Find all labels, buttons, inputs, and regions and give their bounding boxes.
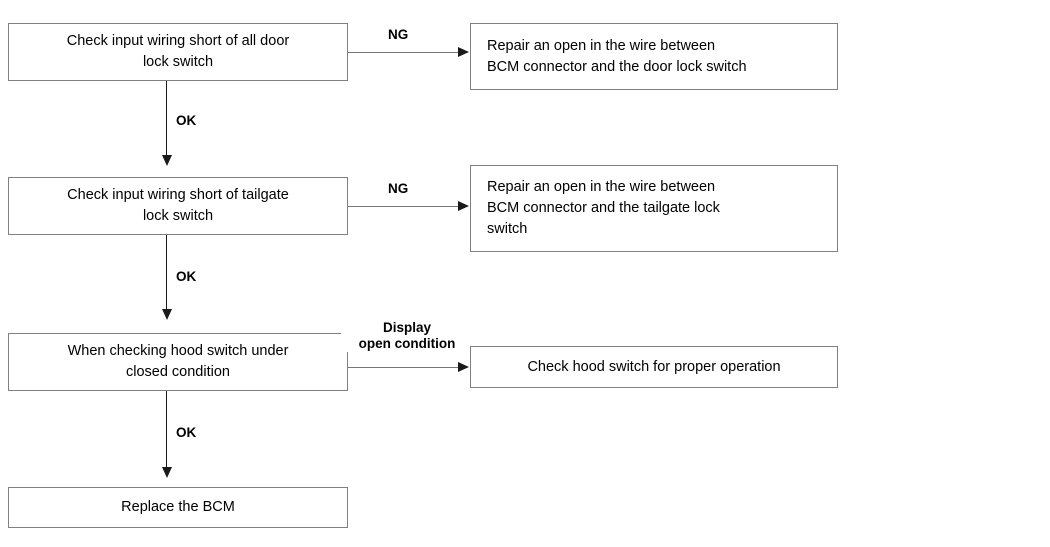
- node-check-door-lock[interactable]: Check input wiring short of all door loc…: [8, 23, 348, 81]
- edge-line-display-open-condition: [348, 367, 459, 368]
- edge-arrowhead-ok-3: [162, 467, 172, 478]
- edge-label-ok-2: OK: [176, 269, 197, 285]
- node-check-tailgate-lock[interactable]: Check input wiring short of tailgate loc…: [8, 177, 348, 235]
- edge-arrowhead-ng-2: [458, 201, 469, 211]
- node-check-hood-switch-closed-label: When checking hood switch under closed c…: [67, 343, 289, 380]
- edge-line-ok-1: [166, 81, 167, 159]
- edge-line-ok-2: [166, 235, 167, 313]
- edge-label-ok-1: OK: [176, 113, 197, 129]
- node-repair-tailgate-lock[interactable]: Repair an open in the wire between BCM c…: [470, 165, 838, 252]
- node-check-door-lock-label: Check input wiring short of all door loc…: [66, 33, 290, 70]
- edge-arrowhead-ok-1: [162, 155, 172, 166]
- node-check-tailgate-lock-label: Check input wiring short of tailgate loc…: [67, 187, 289, 224]
- edge-label-ng-2: NG: [388, 181, 409, 197]
- edge-arrowhead-ok-2: [162, 309, 172, 320]
- edge-label-display-open-condition: Display open condition: [341, 320, 473, 352]
- edge-line-ng-2: [348, 206, 459, 207]
- edge-arrowhead-display-open-condition: [458, 362, 469, 372]
- node-check-hood-switch-operation-label: Check hood switch for proper operation: [527, 358, 781, 375]
- edge-line-ok-3: [166, 391, 167, 471]
- node-repair-door-lock-label: Repair an open in the wire between BCM c…: [487, 37, 747, 75]
- edge-label-ok-3: OK: [176, 425, 197, 441]
- edge-arrowhead-ng-1: [458, 47, 469, 57]
- node-check-hood-switch-operation[interactable]: Check hood switch for proper operation: [470, 346, 838, 388]
- node-check-hood-switch-closed[interactable]: When checking hood switch under closed c…: [8, 333, 348, 391]
- edge-line-ng-1: [348, 52, 459, 53]
- edge-label-ng-1: NG: [388, 27, 409, 43]
- node-repair-tailgate-lock-label: Repair an open in the wire between BCM c…: [487, 179, 720, 237]
- node-replace-bcm[interactable]: Replace the BCM: [8, 487, 348, 528]
- node-replace-bcm-label: Replace the BCM: [121, 499, 235, 515]
- node-repair-door-lock[interactable]: Repair an open in the wire between BCM c…: [470, 23, 838, 90]
